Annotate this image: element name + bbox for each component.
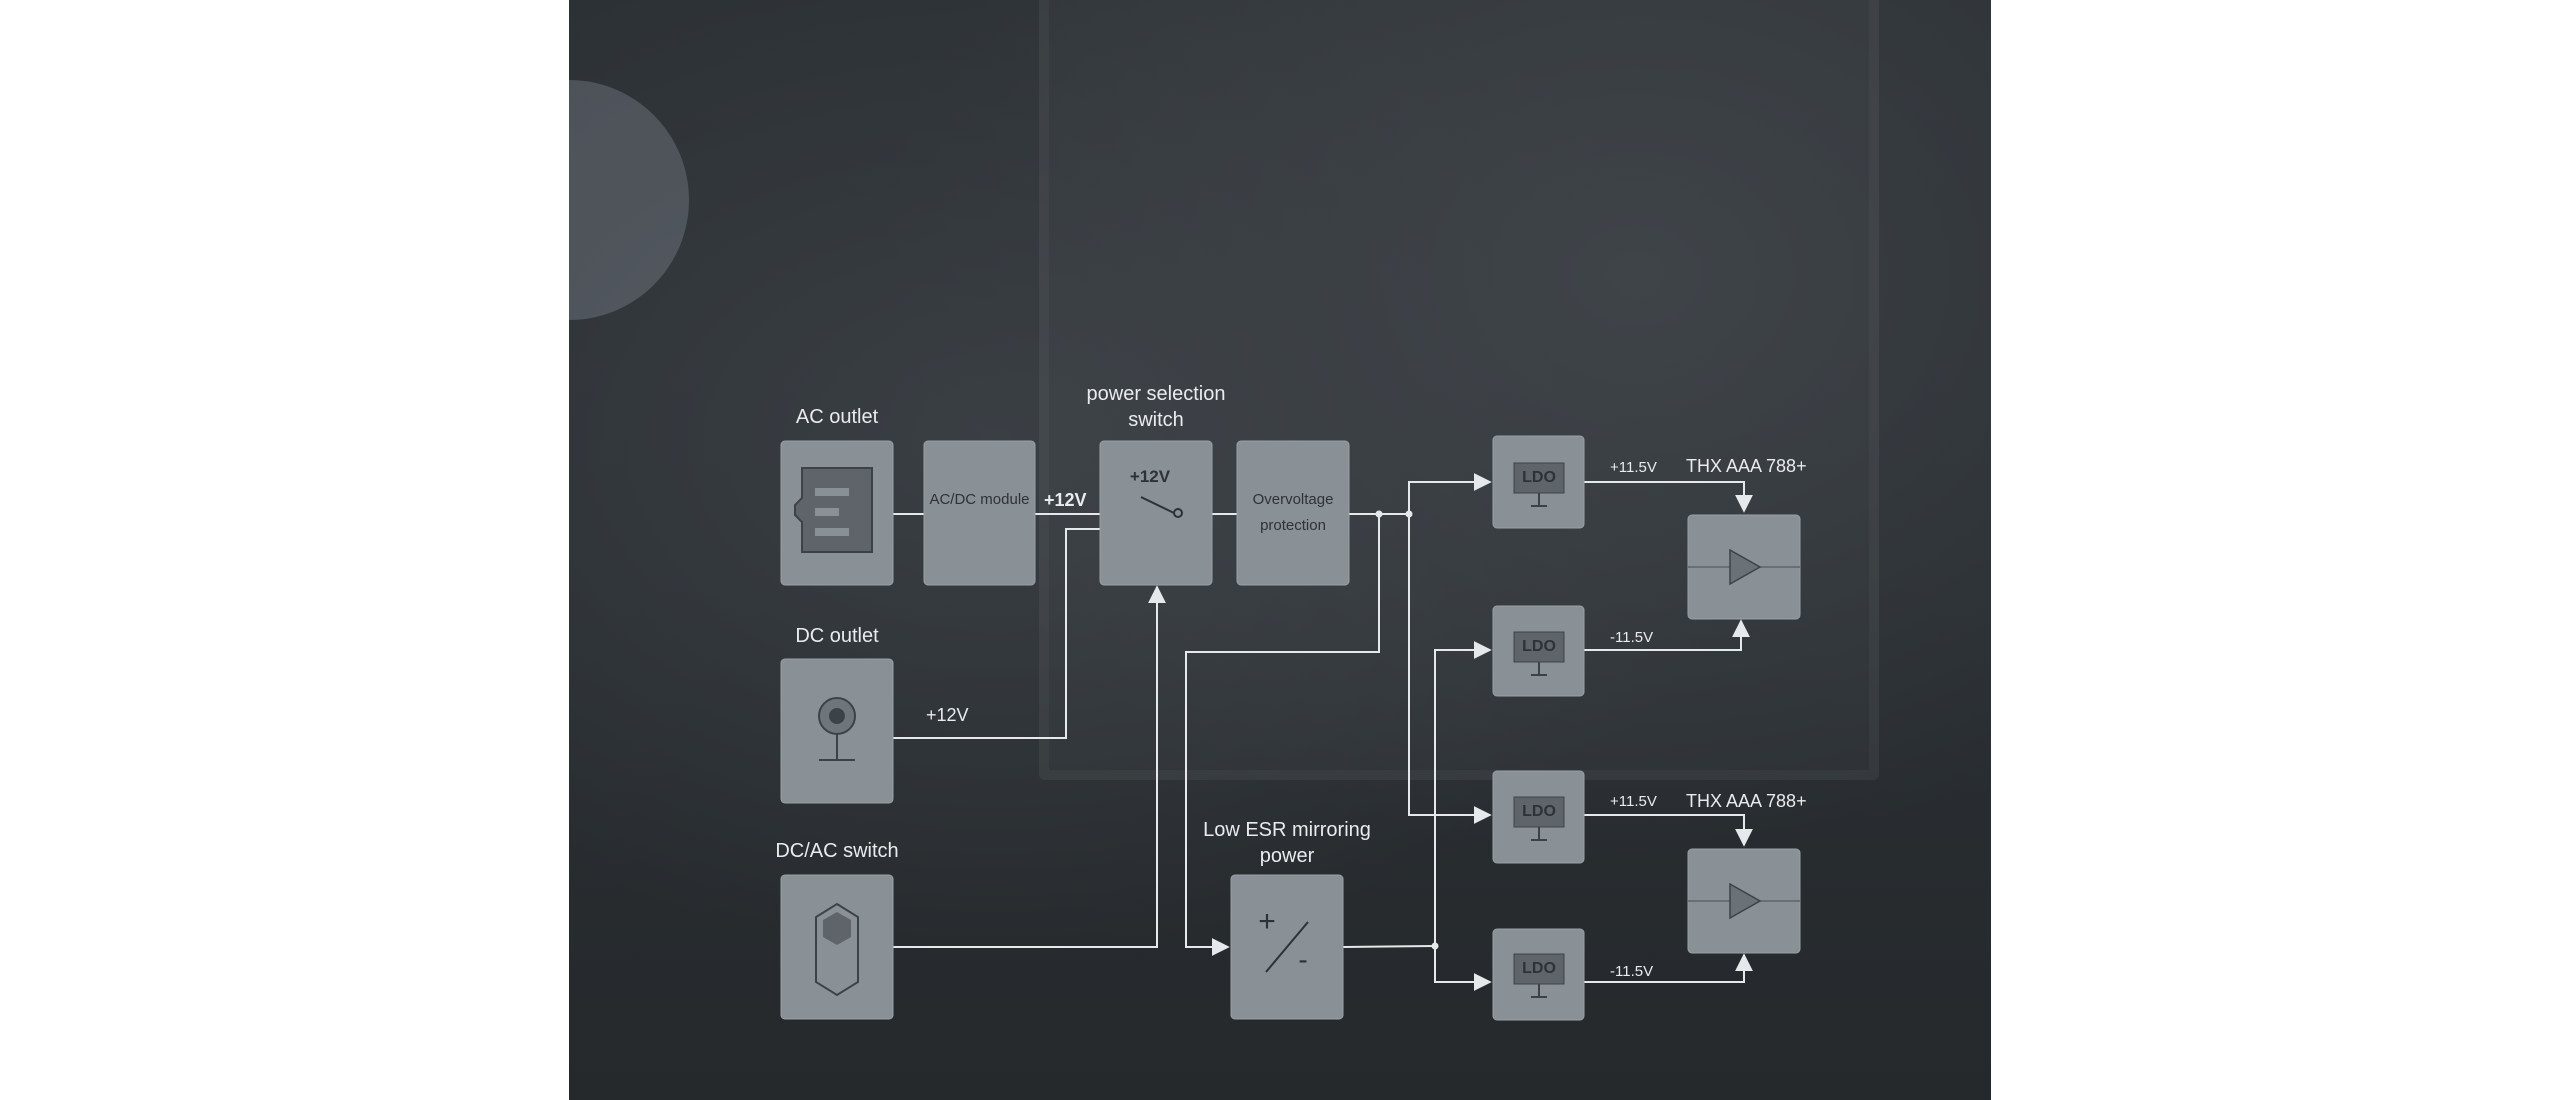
ovp-box: [1236, 440, 1350, 586]
low-esr-label: Low ESR mirroring power: [1203, 819, 1371, 867]
ldo-chip-icon-1: [1513, 462, 1565, 507]
power-selection-label: power selection switch: [1086, 383, 1226, 431]
wire-ldo2-to-amp1: [1584, 619, 1750, 651]
ldo-text-4: LDO: [1522, 960, 1556, 977]
wire-ldo1-to-amp1: [1584, 481, 1753, 513]
ldo-chip-icon-2: [1513, 631, 1565, 676]
wire-ovp-to-esr: [1185, 514, 1380, 956]
slide-switch-icon: [815, 902, 859, 997]
ldo-text-1: LDO: [1522, 469, 1556, 486]
wire-ovp-to-ldo1: [1349, 473, 1492, 515]
wires: [893, 473, 1753, 991]
amplifier-triangle-icon-2: [1729, 882, 1762, 920]
dcac-switch-box: [780, 874, 894, 1020]
wire-dc-to-switch: [893, 528, 1128, 739]
amplifier-triangle-icon-1: [1729, 548, 1762, 586]
plus-sign: +: [1258, 905, 1276, 938]
junction-3: [1431, 942, 1439, 950]
wire-ldo3-to-amp2: [1584, 814, 1753, 847]
switch-voltage-text: +12V: [1129, 467, 1171, 486]
ldo-chips: [1513, 462, 1565, 998]
diagram-panel: AC outlet DC outlet DC/AC switch power s…: [569, 0, 1991, 1100]
toggle-switch-icon: [1140, 496, 1183, 518]
wire-esr-out: [1342, 945, 1436, 948]
ldo-text-2: LDO: [1522, 638, 1556, 655]
minus-sign: -: [1298, 944, 1308, 975]
dcac-switch-label: DC/AC switch: [775, 840, 899, 862]
dc-outlet-label: DC outlet: [795, 625, 879, 647]
ldo-text-3: LDO: [1522, 803, 1556, 820]
dc-jack-icon: [818, 697, 856, 761]
ldo-out-label-2: -11.5V: [1610, 629, 1654, 646]
wire-ldo4-to-amp2: [1584, 953, 1753, 983]
ldo-out-label-1: +11.5V: [1610, 459, 1657, 476]
wire-dcac-to-switch: [893, 585, 1166, 948]
ac-plug-icon: [794, 467, 873, 553]
thx-amp-label-2: THX AAA 788+: [1686, 791, 1807, 811]
junction-2: [1405, 510, 1413, 518]
ldo-out-label-3: +11.5V: [1610, 793, 1657, 810]
ac-outlet-label: AC outlet: [795, 406, 879, 428]
overvoltage-text: Overvoltage protection: [1252, 491, 1334, 534]
ldo-chip-icon-4: [1513, 953, 1565, 998]
switch-box: [1099, 440, 1213, 586]
slash-icon: [1265, 921, 1309, 973]
ldo-chip-icon-3: [1513, 796, 1565, 841]
power-diagram: [780, 435, 1801, 1021]
acdc-module-box: [923, 440, 1036, 586]
dc-voltage-label: +12V: [926, 705, 969, 725]
wire-esr-to-ldo4: [1434, 946, 1492, 991]
wire-esr-to-ldo2: [1434, 641, 1492, 946]
amplifier-icons: [1688, 548, 1800, 920]
wire-ovp-to-ldo3: [1408, 514, 1492, 824]
ldo-out-label-4: -11.5V: [1610, 963, 1654, 980]
acdc-module-text: AC/DC module: [929, 491, 1030, 508]
thx-amp-label-1: THX AAA 788+: [1686, 456, 1807, 476]
junction-1: [1375, 510, 1383, 518]
acdc-voltage-label: +12V: [1044, 490, 1087, 510]
